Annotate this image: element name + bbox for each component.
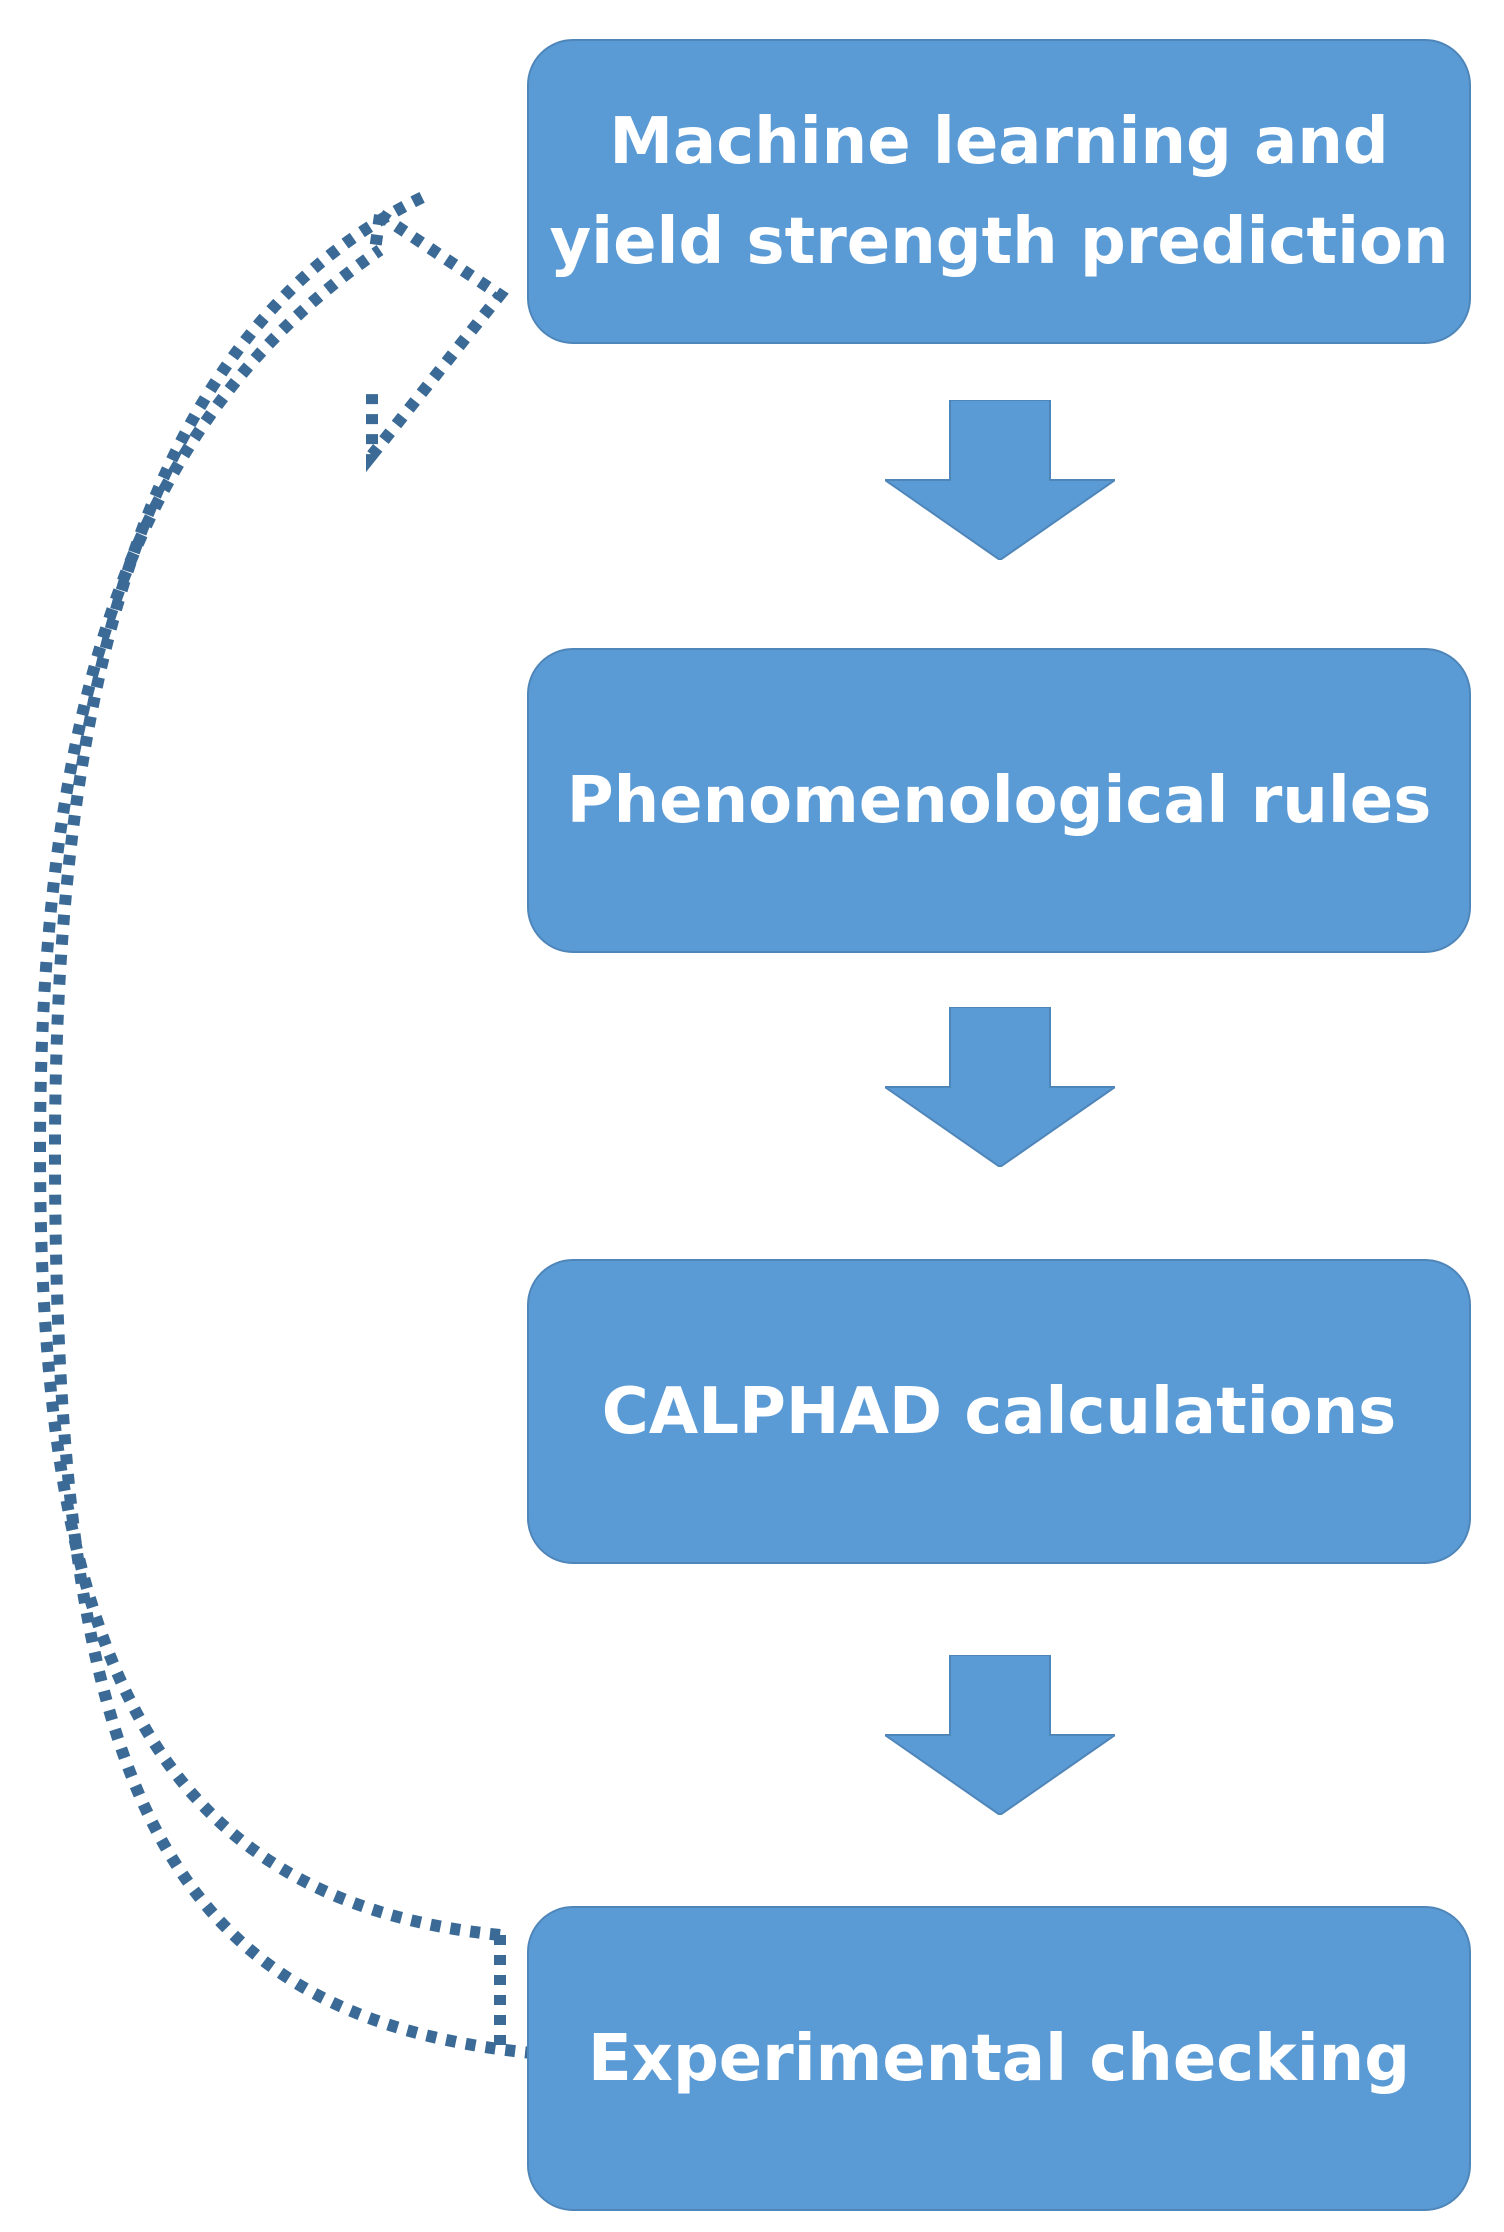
step-label: Phenomenological rules [566, 763, 1432, 838]
down-arrow-icon [885, 400, 1115, 560]
down-arrow-icon [885, 1007, 1115, 1167]
down-arrow-icon [885, 1655, 1115, 1815]
step-label: CALPHAD calculations [601, 1374, 1397, 1449]
feedback-inner-line [48, 189, 556, 2061]
step-label: Experimental checking [587, 2021, 1411, 2096]
step-label: Machine learning and yield strength pred… [549, 104, 1449, 279]
step-box-calphad: CALPHAD calculations [527, 1259, 1471, 1564]
step-box-experimental-checking: Experimental checking [527, 1906, 1471, 2211]
feedback-outer-line [33, 245, 501, 1941]
feedback-arrowhead [366, 210, 509, 473]
step-box-phenomenological-rules: Phenomenological rules [527, 648, 1471, 953]
step-box-ml-prediction: Machine learning and yield strength pred… [527, 39, 1471, 344]
